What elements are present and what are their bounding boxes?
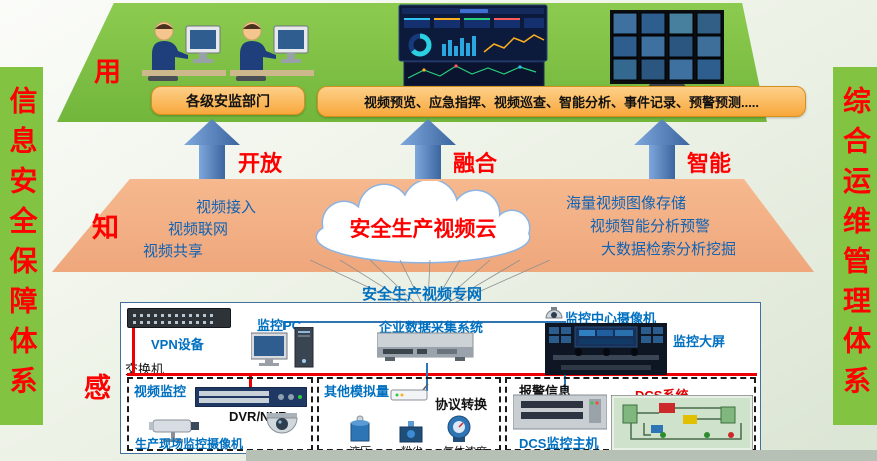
cloud-shape <box>315 181 531 264</box>
use-layer-tag: 用 <box>94 57 121 87</box>
red-stub-dvr <box>249 375 252 387</box>
arrow-shaft <box>415 145 441 179</box>
dashboard-screenshot <box>398 4 548 87</box>
arrow-open <box>184 119 240 179</box>
fan-connection-lines <box>309 260 551 302</box>
group-analog-signals: 其他模拟量 协议转换 液压 <box>317 377 501 458</box>
vpn-switch-device <box>127 308 231 328</box>
red-bus-horizontal <box>127 373 757 376</box>
gas-sensor-icon <box>447 415 471 442</box>
arrow-shaft <box>649 145 675 179</box>
site-camera-label: 生产现场监控摄像机 <box>135 437 244 451</box>
video-wall-image <box>610 10 724 98</box>
cloud-title: 安全生产视频云 <box>349 218 497 241</box>
analog-group-title: 其他模拟量 <box>324 384 390 399</box>
functions-box: 视频预览、应急指挥、视频巡查、智能分析、事件记录、预警预测..... <box>317 86 806 117</box>
arrow-head <box>184 119 240 145</box>
group-video-surveillance: 视频监控 DVR/NVR 生产现场监控摄 <box>127 377 313 451</box>
hydraulic-sensor-icon <box>350 415 370 442</box>
right-banner: 综合运维管理体系 <box>833 67 877 425</box>
arrow-intelligent <box>634 119 690 179</box>
know-item-analysis: 视频智能分析预警 <box>590 218 711 235</box>
sense-box: VPN设备 交换机 监控PC 企业数据采集系统 <box>120 302 761 458</box>
sense-layer-tag: 感 <box>84 373 111 403</box>
vpn-label: VPN设备 <box>151 337 204 352</box>
departments-box: 各级安监部门 <box>151 86 305 115</box>
protocol-converter-icon <box>390 383 429 401</box>
know-item-network: 视频联网 <box>168 221 229 238</box>
pc-label: 监控PC <box>257 318 302 333</box>
monitoring-pc-image <box>251 327 314 368</box>
dcs-host-label: DCS监控主机 <box>519 436 599 451</box>
left-banner: 信息安全保障体系 <box>0 67 43 425</box>
bullet-camera-icon <box>149 419 199 442</box>
know-layer-tag: 知 <box>92 213 119 243</box>
big-screen-label: 监控大屏 <box>673 334 726 349</box>
private-network-label: 安全生产视频专网 <box>362 286 483 303</box>
know-item-access: 视频接入 <box>196 199 257 216</box>
arrow-head <box>400 119 456 145</box>
center-camera-label: 监控中心摄像机 <box>565 311 657 326</box>
dome-camera-icon <box>266 413 298 434</box>
red-bus-vertical <box>132 328 135 374</box>
operators-clipart <box>142 21 314 82</box>
arrow-fusion <box>400 119 456 179</box>
know-item-storage: 海量视频图像存储 <box>566 195 687 212</box>
dcs-host-image <box>513 394 607 430</box>
blue-stub-pc <box>283 323 285 330</box>
left-banner-text: 信息安全保障体系 <box>6 86 38 406</box>
dcs-screen-image <box>611 395 753 451</box>
arrow-head <box>634 119 690 145</box>
blue-stub-collector <box>426 323 428 330</box>
background-strip <box>246 450 877 461</box>
know-item-share: 视频共享 <box>143 243 204 260</box>
right-banner-text: 综合运维管理体系 <box>840 86 871 406</box>
collector-label: 企业数据采集系统 <box>379 320 484 335</box>
center-camera-icon <box>545 307 563 319</box>
video-group-title: 视频监控 <box>134 384 187 399</box>
arrow-fusion-label: 融合 <box>453 151 498 176</box>
dust-sensor-icon <box>399 421 423 443</box>
blue-bus-horizontal <box>283 321 566 323</box>
arrow-open-label: 开放 <box>238 151 283 176</box>
know-item-bigdata: 大数据检索分析挖掘 <box>601 241 737 258</box>
arrow-shaft <box>199 145 225 179</box>
blue-drop-dcs <box>564 375 566 391</box>
control-room-image <box>545 323 667 375</box>
arrow-intelligent-label: 智能 <box>687 151 732 176</box>
group-alarm-dcs: 报警信息 DCS系统 DCS监控主机 <box>505 377 756 451</box>
data-collector-image <box>377 332 474 361</box>
dvr-device-image <box>195 387 307 407</box>
protocol-label: 协议转换 <box>435 397 488 412</box>
